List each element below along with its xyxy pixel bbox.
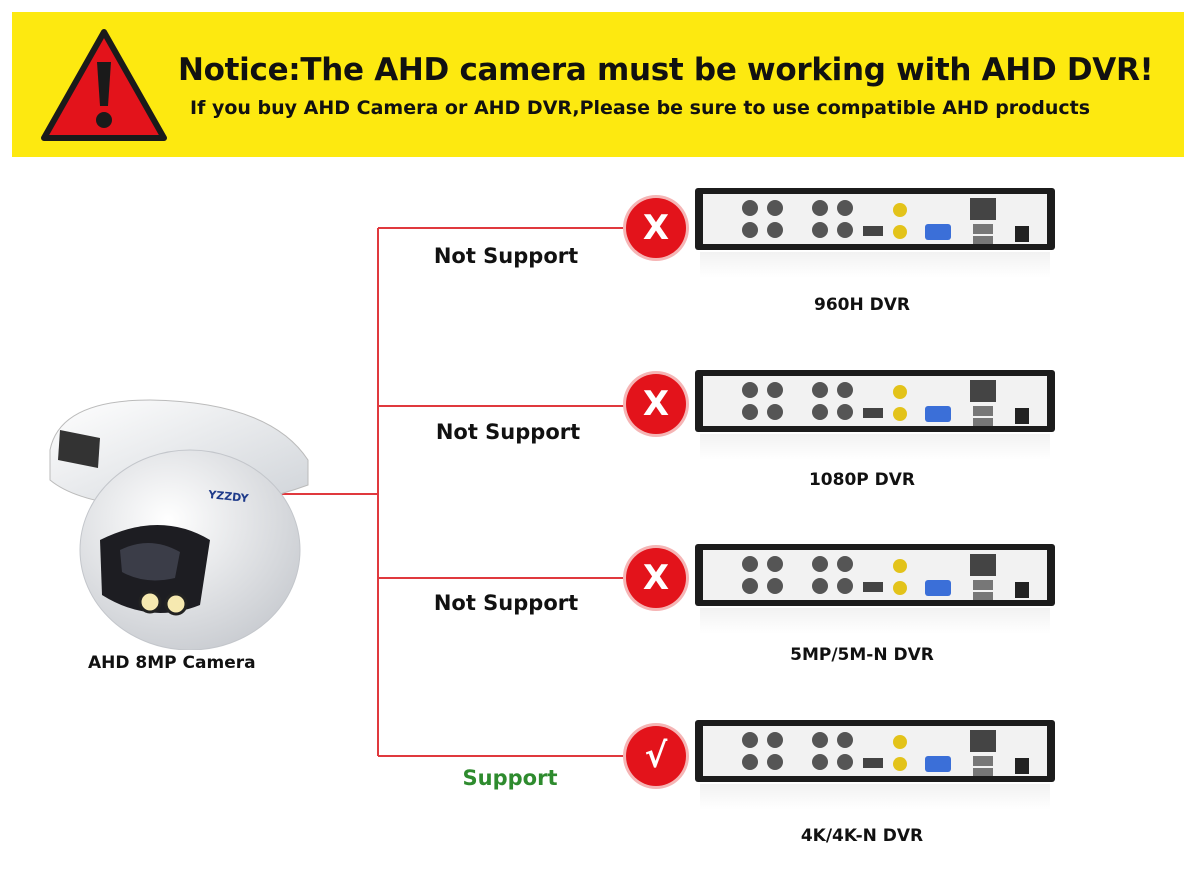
- dvr-label: 5MP/5M-N DVR: [790, 645, 934, 665]
- dvr-rear-panel-image: [695, 720, 1055, 782]
- dvr-rear-panel-image: [695, 544, 1055, 606]
- dvr-rear-panel-image: [695, 188, 1055, 250]
- status-label: Not Support: [433, 591, 579, 615]
- dvr-label: 1080P DVR: [808, 470, 916, 490]
- camera-label: AHD 8MP Camera: [88, 653, 256, 673]
- warning-triangle-icon: [41, 29, 167, 141]
- notice-banner: [12, 12, 1184, 157]
- status-label: Not Support: [435, 420, 581, 444]
- notice-title: Notice:The AHD camera must be working wi…: [178, 52, 1154, 88]
- status-label: Not Support: [433, 244, 579, 268]
- cross-icon: X: [626, 374, 686, 434]
- check-icon: √: [626, 726, 686, 786]
- dvr-label: 4K/4K-N DVR: [800, 826, 924, 846]
- dvr-label: 960H DVR: [814, 295, 910, 315]
- status-label: Support: [462, 766, 558, 790]
- notice-subtitle: If you buy AHD Camera or AHD DVR,Please …: [190, 97, 1091, 119]
- dome-camera-image: YZZDY: [49, 399, 309, 650]
- camera-brand-mark: YZZDY: [207, 488, 250, 505]
- cross-icon: X: [626, 198, 686, 258]
- cross-icon: X: [626, 548, 686, 608]
- dvr-rear-panel-image: [695, 370, 1055, 432]
